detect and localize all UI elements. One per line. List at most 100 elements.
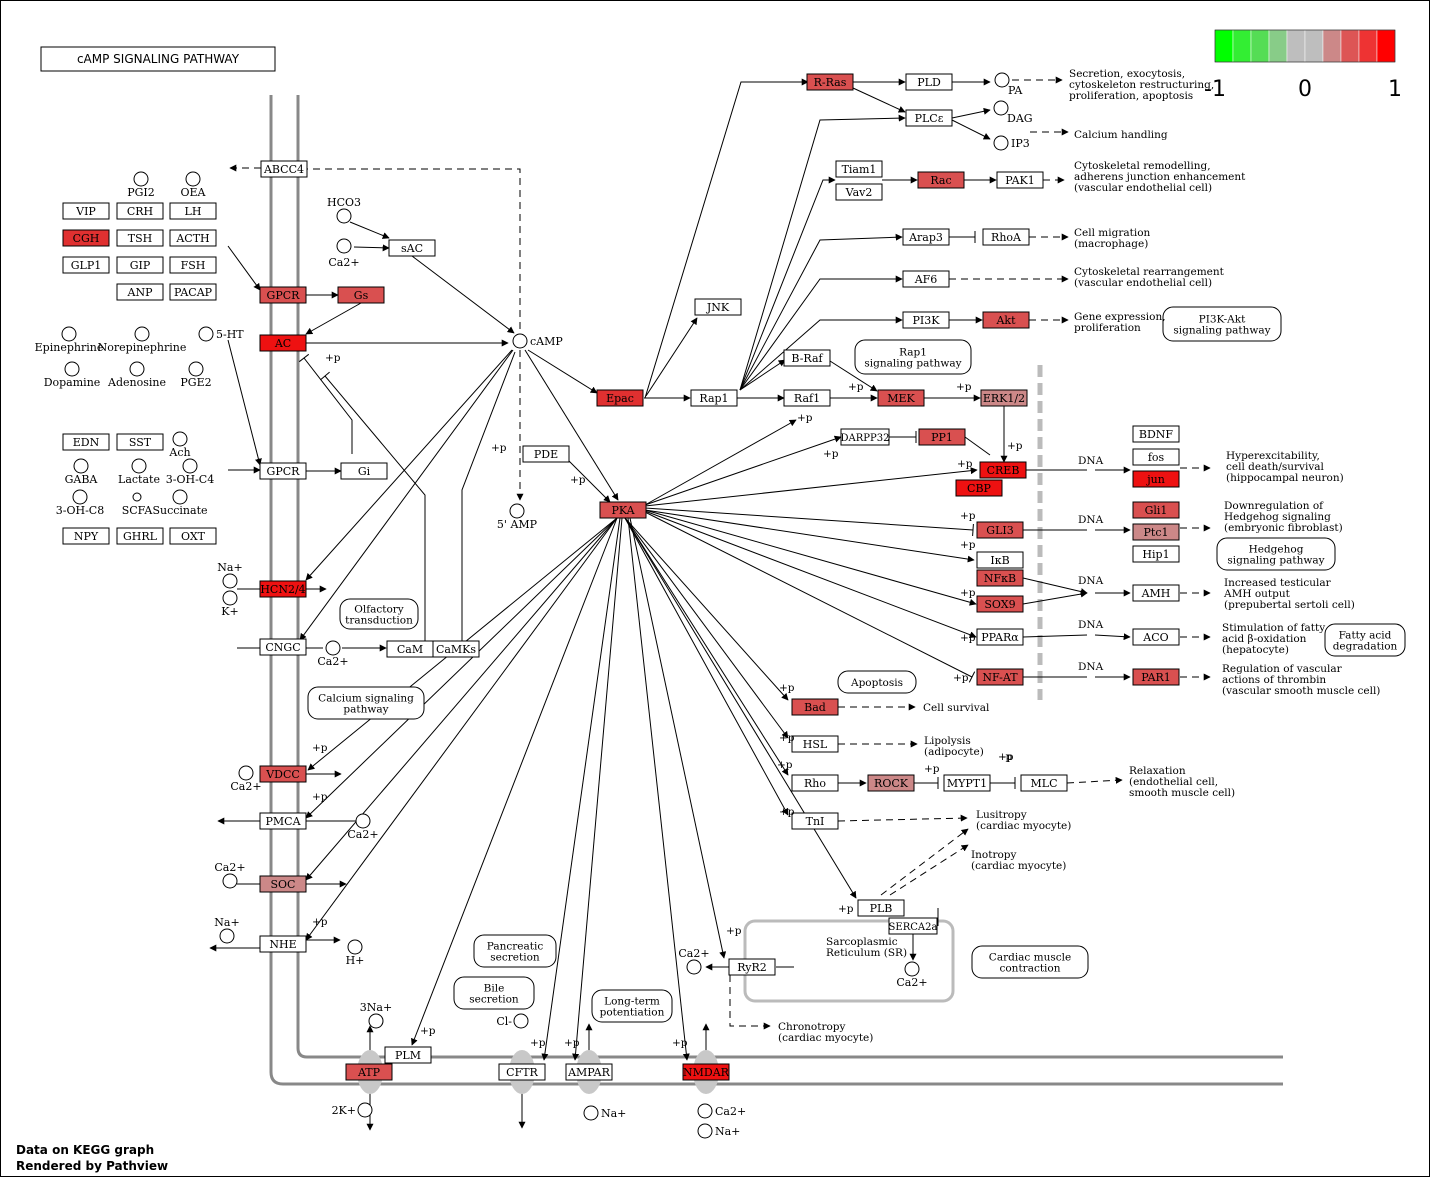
gene-node-npy[interactable]: NPY	[62, 527, 110, 545]
gene-node-gip[interactable]: GIP	[116, 256, 164, 274]
gene-node-oxt[interactable]: OXT	[169, 527, 217, 545]
gene-node-ryr2[interactable]: RyR2	[728, 958, 776, 976]
compound-na_hcn[interactable]: Na+	[217, 561, 243, 589]
pathway-link-apoptosis[interactable]: Apoptosis	[837, 670, 917, 694]
gene-node-cftr[interactable]: CFTR	[498, 1063, 546, 1081]
gene-node-hcn[interactable]: HCN2/4	[259, 580, 307, 598]
compound-scfa[interactable]: SCFA	[122, 492, 154, 517]
gene-node-cgh[interactable]: CGH	[62, 229, 110, 247]
gene-node-af6[interactable]: AF6	[902, 270, 950, 288]
compound-norepinephrine[interactable]: Norepinephrine	[98, 326, 187, 354]
gene-node-cam[interactable]: CaM	[386, 640, 434, 658]
gene-node-pacap[interactable]: PACAP	[169, 283, 217, 301]
gene-node-abcc4[interactable]: ABCC4	[260, 160, 308, 178]
compound-na_nmdar[interactable]: Na+	[697, 1123, 740, 1139]
compound-na3[interactable]: 3Na+	[360, 1001, 392, 1029]
gene-node-soc[interactable]: SOC	[259, 875, 307, 893]
gene-node-mypt1[interactable]: MYPT1	[943, 774, 991, 792]
gene-node-arap3[interactable]: Arap3	[902, 228, 950, 246]
gene-node-rap1[interactable]: Rap1	[690, 389, 738, 407]
gene-node-camks[interactable]: CaMKs	[432, 640, 480, 658]
gene-node-par1[interactable]: PAR1	[1132, 668, 1180, 686]
gene-node-gpcr1[interactable]: GPCR	[259, 286, 307, 304]
gene-node-pi3k[interactable]: PI3K	[902, 311, 950, 329]
compound-dag[interactable]: DAG	[993, 100, 1033, 125]
compound-ht5[interactable]: 5-HT	[198, 326, 244, 342]
compound-succinate[interactable]: Succinate	[152, 489, 208, 517]
gene-node-gi[interactable]: Gi	[340, 462, 388, 480]
gene-node-gpcr2[interactable]: GPCR	[259, 462, 307, 480]
compound-ca_sr[interactable]: Ca2+	[896, 961, 928, 989]
compound-pgi2[interactable]: PGI2	[127, 171, 155, 199]
gene-node-lh[interactable]: LH	[169, 202, 217, 220]
gene-node-sox9[interactable]: SOX9	[976, 595, 1024, 613]
compound-oh3c8[interactable]: 3-OH-C8	[56, 489, 104, 517]
gene-node-plm[interactable]: PLM	[384, 1046, 432, 1064]
gene-node-hip1[interactable]: Hip1	[1132, 545, 1180, 563]
gene-node-rho[interactable]: Rho	[791, 774, 839, 792]
gene-node-jnk[interactable]: JNK	[694, 298, 742, 316]
gene-node-serca2a[interactable]: SERCA2a	[888, 917, 938, 935]
compound-camp[interactable]: cAMP	[512, 333, 563, 349]
compound-ca_sac[interactable]: Ca2+	[328, 238, 360, 269]
compound-dopamine[interactable]: Dopamine	[44, 361, 101, 389]
gene-node-rock[interactable]: ROCK	[867, 774, 915, 792]
gene-node-crh[interactable]: CRH	[116, 202, 164, 220]
gene-node-ppara[interactable]: PPARα	[976, 628, 1024, 646]
gene-node-glp1[interactable]: GLP1	[62, 256, 110, 274]
gene-node-atp[interactable]: ATP	[345, 1063, 393, 1081]
gene-node-ikb[interactable]: IκB	[976, 551, 1024, 569]
gene-node-raf1[interactable]: Raf1	[783, 389, 831, 407]
gene-node-tiam1[interactable]: Tiam1	[835, 160, 883, 178]
gene-node-cngc[interactable]: CNGC	[259, 638, 307, 656]
gene-node-vdcc[interactable]: VDCC	[259, 765, 307, 783]
compound-hco3[interactable]: HCO3	[327, 196, 361, 224]
gene-node-cbp[interactable]: CBP	[955, 479, 1003, 497]
compound-k2[interactable]: 2K+	[332, 1102, 373, 1118]
gene-node-gli3[interactable]: GLI3	[976, 521, 1024, 539]
gene-node-tsh[interactable]: TSH	[116, 229, 164, 247]
compound-pge2[interactable]: PGE2	[180, 361, 212, 389]
gene-node-aco[interactable]: ACO	[1132, 628, 1180, 646]
gene-node-sac[interactable]: sAC	[388, 239, 436, 257]
gene-node-sst[interactable]: SST	[116, 433, 164, 451]
compound-amp5[interactable]: 5' AMP	[497, 503, 538, 531]
gene-node-pak1[interactable]: PAK1	[996, 171, 1044, 189]
compound-ca_soc[interactable]: Ca2+	[214, 861, 246, 889]
gene-node-pka[interactable]: PKA	[599, 501, 647, 519]
gene-node-ampar[interactable]: AMPAR	[565, 1063, 613, 1081]
gene-node-nfat[interactable]: NF-AT	[976, 668, 1024, 686]
gene-node-akt[interactable]: Akt	[982, 311, 1030, 329]
compound-na_ampar[interactable]: Na+	[583, 1105, 626, 1121]
gene-node-hsl[interactable]: HSL	[791, 735, 839, 753]
gene-node-plb[interactable]: PLB	[857, 899, 905, 917]
compound-ip3[interactable]: IP3	[993, 135, 1030, 151]
gene-node-erk[interactable]: ERK1/2	[980, 389, 1028, 407]
gene-node-edn[interactable]: EDN	[62, 433, 110, 451]
gene-node-creb[interactable]: CREB	[979, 461, 1027, 479]
gene-node-gs[interactable]: Gs	[337, 286, 385, 304]
gene-node-jun[interactable]: jun	[1132, 470, 1180, 488]
compound-gaba[interactable]: GABA	[65, 458, 99, 486]
gene-node-pmca[interactable]: PMCA	[259, 812, 307, 830]
compound-oea[interactable]: OEA	[181, 171, 207, 199]
gene-node-acth[interactable]: ACTH	[169, 229, 217, 247]
gene-node-ac[interactable]: AC	[259, 334, 307, 352]
compound-oh3c4[interactable]: 3-OH-C4	[166, 458, 214, 486]
gene-node-plce[interactable]: PLCε	[905, 109, 953, 127]
compound-pa[interactable]: PA	[994, 72, 1023, 97]
gene-node-gli1[interactable]: Gli1	[1132, 501, 1180, 519]
compound-na_nhe[interactable]: Na+	[214, 916, 240, 944]
gene-node-bdnf[interactable]: BDNF	[1132, 425, 1180, 443]
gene-node-amh[interactable]: AMH	[1132, 584, 1180, 602]
gene-node-rras[interactable]: R-Ras	[806, 73, 854, 91]
